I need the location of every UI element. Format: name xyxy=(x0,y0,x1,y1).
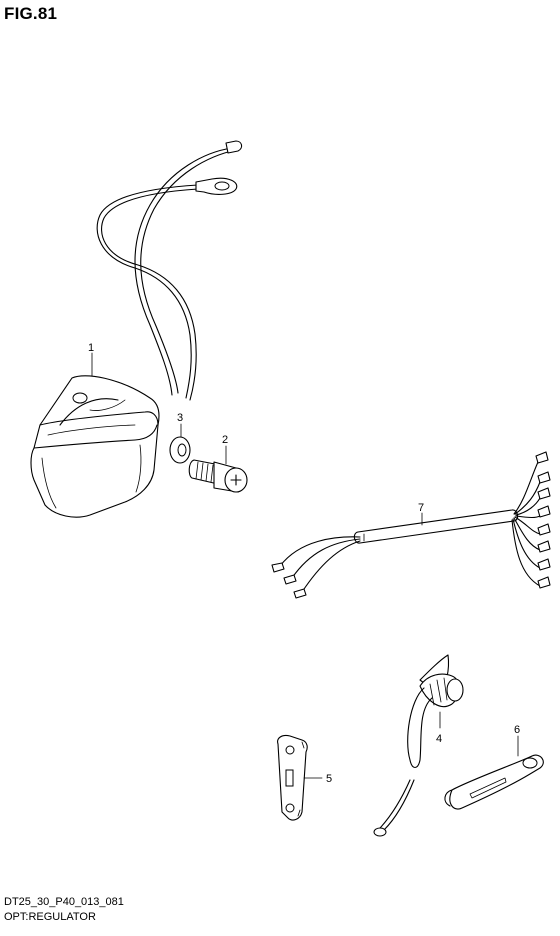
callout-6: 6 xyxy=(514,724,520,736)
figure-code: DT25_30_P40_013_081 xyxy=(4,896,124,908)
plate-part[interactable] xyxy=(277,734,308,821)
callout-4: 4 xyxy=(436,733,442,745)
grommet-part[interactable] xyxy=(373,654,464,837)
washer-part[interactable] xyxy=(169,436,191,464)
figure-caption: OPT:REGULATOR xyxy=(4,911,96,923)
clamp-part[interactable] xyxy=(444,754,544,810)
callout-5: 5 xyxy=(326,773,332,785)
bolt-part[interactable] xyxy=(188,459,248,493)
regulator-part[interactable] xyxy=(30,140,243,518)
callout-7: 7 xyxy=(418,502,424,514)
callout-3: 3 xyxy=(177,412,183,424)
callout-1: 1 xyxy=(88,342,94,354)
figure-title: FIG.81 xyxy=(4,4,58,23)
callout-2: 2 xyxy=(222,434,228,446)
wire-harness-part[interactable] xyxy=(271,451,551,599)
